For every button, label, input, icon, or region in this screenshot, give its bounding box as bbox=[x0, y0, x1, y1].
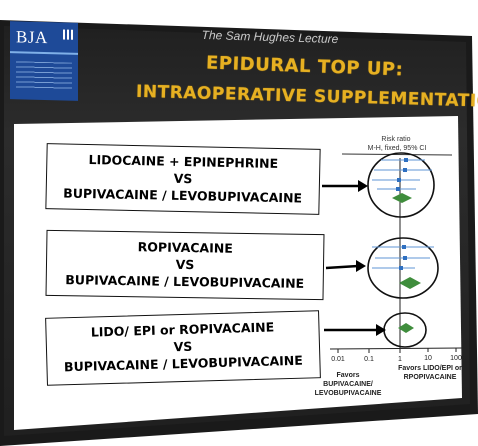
summary-diamond bbox=[399, 277, 421, 289]
favors-left-line-3: LEVOBUPIVACAINE bbox=[315, 390, 382, 397]
arrow-1 bbox=[322, 180, 368, 192]
x-tick-label: 0.01 bbox=[331, 356, 345, 363]
summary-diamond bbox=[392, 193, 412, 203]
forest-header-line-1: Risk ratio bbox=[381, 136, 410, 143]
arrow-3 bbox=[324, 324, 386, 336]
study-point bbox=[403, 256, 407, 260]
favors-right-line-1: Favors LIDO/EPI or bbox=[398, 365, 462, 372]
x-tick-label: 10 bbox=[424, 355, 432, 362]
subgroup-2-circle bbox=[367, 237, 439, 299]
x-axis-line bbox=[329, 347, 463, 350]
study-point bbox=[397, 178, 401, 182]
study-point bbox=[403, 168, 407, 172]
study-point bbox=[404, 158, 408, 162]
study-point bbox=[402, 245, 406, 249]
study-point bbox=[396, 187, 400, 191]
subgroup-1-circle bbox=[367, 152, 435, 218]
x-tick-label: 1 bbox=[398, 356, 402, 363]
summary-diamond bbox=[398, 323, 414, 333]
study-point bbox=[399, 266, 403, 270]
x-tick-label: 0.1 bbox=[364, 356, 374, 363]
arrow-2 bbox=[325, 260, 366, 272]
forest-header-rule bbox=[341, 153, 453, 156]
favors-right-line-2: RPOPIVACAINE bbox=[404, 374, 457, 381]
x-tick-label: 100 bbox=[450, 355, 462, 362]
favors-left-line-2: BUPIVACAINE/ bbox=[323, 381, 373, 388]
favors-left-line-1: Favors bbox=[337, 372, 360, 379]
forest-header-line-2: M-H, fixed, 95% CI bbox=[368, 145, 427, 152]
